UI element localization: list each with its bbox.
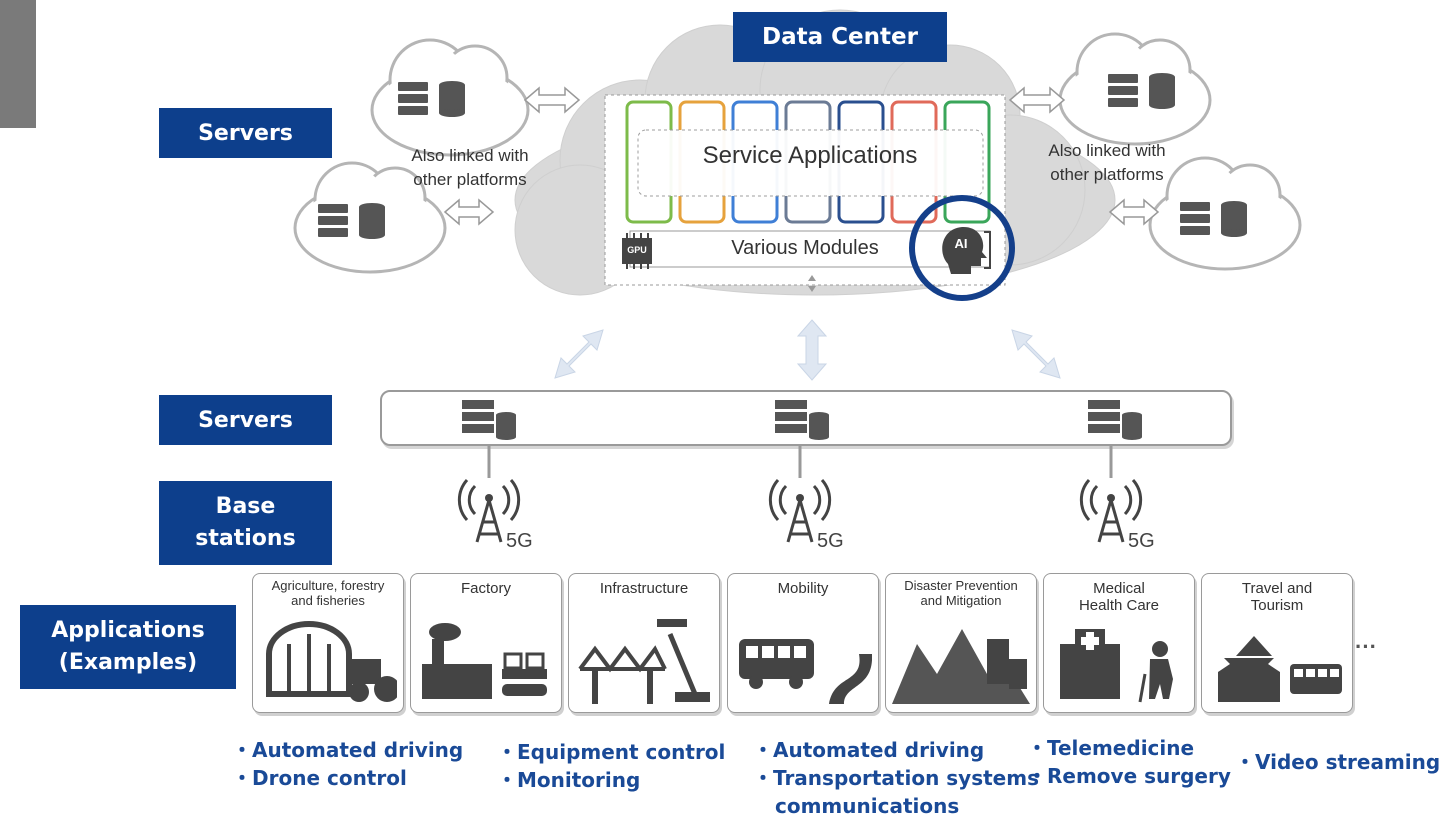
use-cases-5: ・Video streaming [1235,748,1440,776]
medical-illustration-icon [1050,614,1188,708]
use-case-item: communications [775,794,960,818]
app-card-factory: Factory [410,573,562,713]
use-cases-1: ・Automated driving ・Drone control [232,736,463,792]
mobility-illustration-icon [734,614,873,708]
various-modules-label: Various Modules [731,237,879,259]
app-card-label-line: Infrastructure [599,580,689,597]
gpu-label: GPU [627,245,647,255]
linked-right-text: Also linked with other platforms [1022,139,1192,187]
5g-label-3: 5G [1128,530,1155,552]
app-card-label-line: Tourism [1250,597,1304,614]
connector-arrows [554,319,1061,381]
servers-top-label: Servers [159,108,332,158]
use-case-item: ・Video streaming [1235,750,1441,774]
use-case-item: ・Automated driving [232,738,464,762]
use-case-item: ・Transportation systems [753,766,1039,790]
use-cases-2: ・Equipment control ・Monitoring [497,738,725,794]
applications-line2: (Examples) [58,650,198,675]
app-card-label: Mobility [728,580,878,597]
app-card-label-line: Medical [1093,580,1145,597]
ai-highlight-circle [909,195,1015,301]
use-case-item: ・Drone control [232,766,407,790]
base-stations-label: Base stations [159,481,332,565]
app-card-label-line: and Mitigation [920,593,1002,608]
ellipsis: ··· [1355,634,1377,659]
linked-left-line2: other platforms [413,170,527,189]
5g-label-1: 5G [506,530,533,552]
5g-label-2: 5G [817,530,844,552]
app-card-label-line: and fisheries [291,593,365,608]
use-case-item: ・Telemedicine [1027,736,1195,760]
base-stations-line2: stations [195,526,296,551]
applications-line1: Applications [51,618,205,643]
use-case-item: ・Monitoring [497,768,641,792]
applications-label: Applications (Examples) [20,605,236,689]
linked-right-line1: Also linked with [1048,141,1166,160]
travel-illustration-icon [1208,614,1346,708]
data-center-label: Data Center [733,12,947,62]
app-card-label-line: Agriculture, forestry [271,578,385,593]
app-card-infrastructure: Infrastructure [568,573,720,713]
side-tab [0,0,36,128]
gpu-icon [622,233,652,269]
app-card-label-line: Mobility [777,580,829,597]
app-card-label-line: Factory [460,580,511,597]
edge-servers [457,400,1143,543]
factory-illustration-icon [417,614,555,708]
app-card-label-line: Health Care [1078,597,1160,614]
use-cases-3: ・Automated driving ・Transportation syste… [753,736,1039,820]
app-card-label-line: Disaster Prevention [904,578,1018,593]
app-card-label: Infrastructure [569,580,719,597]
server-icons-clouds [318,73,1247,239]
service-applications-label: Service Applications [702,142,918,169]
linked-left-line1: Also linked with [411,146,529,165]
ai-head-icon [942,226,991,274]
use-cases-4: ・Telemedicine ・Remove surgery [1027,734,1231,790]
link-arrows [443,86,1160,226]
servers-mid-label: Servers [159,395,332,445]
linked-left-text: Also linked with other platforms [385,144,555,192]
app-card-label-line: Travel and [1241,580,1313,597]
infrastructure-illustration-icon [575,614,713,708]
disaster-prevention-illustration-icon [892,614,1030,708]
app-card-mobility: Mobility [727,573,879,713]
use-case-item: ・Remove surgery [1027,764,1231,788]
base-stations-line1: Base [215,494,276,519]
use-case-item: ・Automated driving [753,738,985,762]
agriculture-illustration-icon [259,614,400,708]
linked-right-line2: other platforms [1050,165,1164,184]
ai-label: AI [954,236,968,251]
use-case-item: ・Equipment control [497,740,726,764]
app-card-label: Factory [411,580,561,597]
